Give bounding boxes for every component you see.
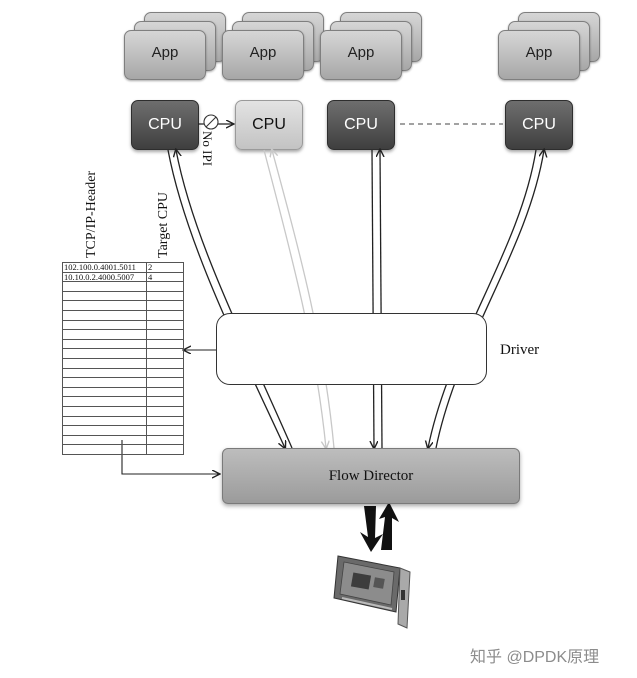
target-cpu-cell [146, 357, 184, 369]
app-label: App [151, 44, 179, 61]
table-row [62, 319, 184, 331]
tcpip-header-cell [62, 425, 147, 436]
target-cpu-cell: 4 [146, 271, 184, 283]
table-header-tcpip: TCP/IP-Header [84, 170, 99, 258]
target-cpu-cell [146, 386, 184, 398]
cpu-box-2: CPU [235, 100, 303, 150]
tcpip-header-cell [62, 377, 147, 388]
table-row [62, 348, 184, 359]
table-row [62, 434, 184, 446]
tcpip-header-cell [62, 348, 147, 359]
tcpip-header-cell [62, 367, 147, 379]
target-cpu-cell [146, 434, 184, 446]
target-cpu-cell [146, 425, 184, 436]
table-row [62, 281, 184, 292]
flow-arrow-cpu4-down [428, 149, 537, 448]
flow-arrow-cpu3-up [380, 150, 382, 449]
tcpip-header-cell [62, 300, 147, 311]
flow-arrow-cpu1-up [176, 150, 293, 449]
target-cpu-cell [146, 405, 184, 417]
flow-arrow-cpu2-up [272, 150, 335, 449]
target-cpu-cell [146, 396, 184, 407]
tcpip-header-cell [62, 357, 147, 369]
tcpip-header-cell [62, 444, 147, 455]
cpu-box-4: CPU [505, 100, 573, 150]
table-row [62, 300, 184, 311]
flow-arrow-cpu1-down [167, 149, 285, 448]
table-row [62, 357, 184, 369]
thick-arrow-up [379, 502, 399, 550]
target-cpu-cell: 2 [146, 262, 184, 273]
table-row [62, 444, 184, 455]
no-ipi-label: No IPI [200, 131, 215, 167]
target-cpu-cell [146, 300, 184, 311]
driver-box [216, 313, 487, 385]
tcpip-header-cell: 10.10.0.2.4000.5007 [62, 271, 147, 283]
app-card-front: App [498, 30, 580, 80]
app-card-front: App [320, 30, 402, 80]
table-row [62, 396, 184, 407]
tcpip-header-cell [62, 396, 147, 407]
tcpip-header-cell [62, 329, 147, 340]
target-cpu-cell [146, 319, 184, 331]
tcpip-header-cell [62, 319, 147, 331]
flow-director-box: Flow Director [222, 448, 520, 504]
target-cpu-cell [146, 444, 184, 455]
table-row [62, 367, 184, 379]
flow-arrow-cpu2-down [263, 149, 326, 448]
cpu-box-3: CPU [327, 100, 395, 150]
target-cpu-cell [146, 329, 184, 340]
target-cpu-cell [146, 348, 184, 359]
tcpip-header-cell [62, 434, 147, 446]
tcpip-header-cell [62, 338, 147, 350]
target-cpu-cell [146, 377, 184, 388]
tcpip-header-cell [62, 290, 147, 302]
target-cpu-cell [146, 309, 184, 321]
flow-arrow-cpu4-up [435, 150, 544, 449]
target-cpu-cell [146, 338, 184, 350]
flow-arrow-cpu3-down [372, 149, 374, 448]
table-row [62, 290, 184, 302]
no-ipi-slash [205, 116, 217, 128]
target-cpu-cell [146, 281, 184, 292]
target-cpu-cell [146, 415, 184, 427]
app-label: App [347, 44, 375, 61]
tcpip-header-cell [62, 405, 147, 417]
nic-card-icon [333, 555, 411, 629]
table-row [62, 415, 184, 427]
tcpip-header-cell [62, 281, 147, 292]
table-row [62, 338, 184, 350]
tcpip-header-cell [62, 309, 147, 321]
cpu-box-1: CPU [131, 100, 199, 150]
table-row [62, 405, 184, 417]
watermark: 知乎 @DPDK原理 [470, 649, 600, 666]
app-card-front: App [222, 30, 304, 80]
tcpip-header-cell [62, 386, 147, 398]
tcpip-header-cell [62, 415, 147, 427]
table-row [62, 377, 184, 388]
target-cpu-cell [146, 367, 184, 379]
tcpip-header-cell: 102.100.0.4001.5011 [62, 262, 147, 273]
table-row [62, 329, 184, 340]
app-label: App [249, 44, 277, 61]
table-row [62, 425, 184, 436]
table-row [62, 309, 184, 321]
target-cpu-cell [146, 290, 184, 302]
driver-label: Driver [500, 342, 540, 358]
thick-arrow-down [360, 506, 383, 552]
table-header-target-cpu: Target CPU [156, 191, 171, 258]
app-card-front: App [124, 30, 206, 80]
table-row [62, 386, 184, 398]
app-label: App [525, 44, 553, 61]
